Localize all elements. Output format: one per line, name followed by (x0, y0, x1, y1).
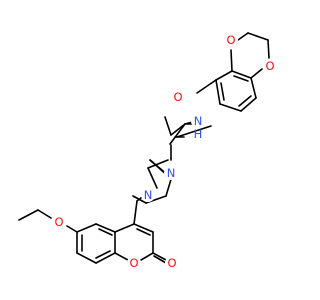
bond (250, 77, 257, 99)
nitrogen-atom-amide: N (194, 114, 203, 128)
bond (114, 223, 135, 233)
bond (231, 70, 252, 79)
oxygen-atom-dioxane-top: O (226, 33, 235, 47)
bond (140, 252, 154, 261)
bond (98, 228, 113, 236)
oxygen-atom-dioxane-bottom: O (265, 59, 274, 73)
bond (95, 250, 111, 259)
bond (215, 70, 233, 81)
bond (233, 75, 249, 82)
bonds (18, 32, 270, 264)
nitrogen-atom-piperazine-right: N (167, 166, 176, 180)
bond (196, 79, 217, 94)
bond (114, 252, 129, 261)
bond (164, 116, 172, 136)
oxygen-atom-coumarin-ring: O (129, 256, 138, 270)
bond (147, 167, 158, 189)
bond (176, 125, 212, 138)
nitrogen-atom-piperazine-left: N (144, 188, 153, 202)
bond (147, 159, 169, 169)
bond (133, 200, 138, 225)
bond (152, 252, 167, 261)
bond (267, 39, 270, 59)
bond (95, 223, 116, 233)
bond (169, 123, 186, 145)
bond (250, 68, 263, 79)
bond (220, 82, 225, 101)
bond (153, 255, 167, 264)
bond (18, 209, 39, 221)
bond (76, 252, 97, 264)
oxygen-atom-ethoxy: O (54, 215, 63, 229)
bond (95, 252, 116, 264)
bond (219, 103, 242, 112)
bond (230, 49, 233, 72)
bond (215, 79, 221, 105)
hydrogen-atom-amide: H (194, 127, 203, 141)
bond (136, 228, 151, 236)
bond (76, 223, 97, 233)
oxygen-atom-coumarin-carbonyl: O (167, 256, 176, 270)
bond (237, 32, 249, 41)
bond (66, 225, 78, 233)
atom-labels: O O N H O N N O O O (52, 33, 277, 270)
bond (247, 32, 269, 41)
bond (240, 97, 257, 112)
oxygen-atom-amide-carbonyl: O (173, 90, 182, 104)
bond (238, 95, 252, 107)
bond (133, 223, 154, 233)
bond (37, 209, 52, 219)
structure-diagram: O O N H O N N O O O (18, 32, 277, 270)
